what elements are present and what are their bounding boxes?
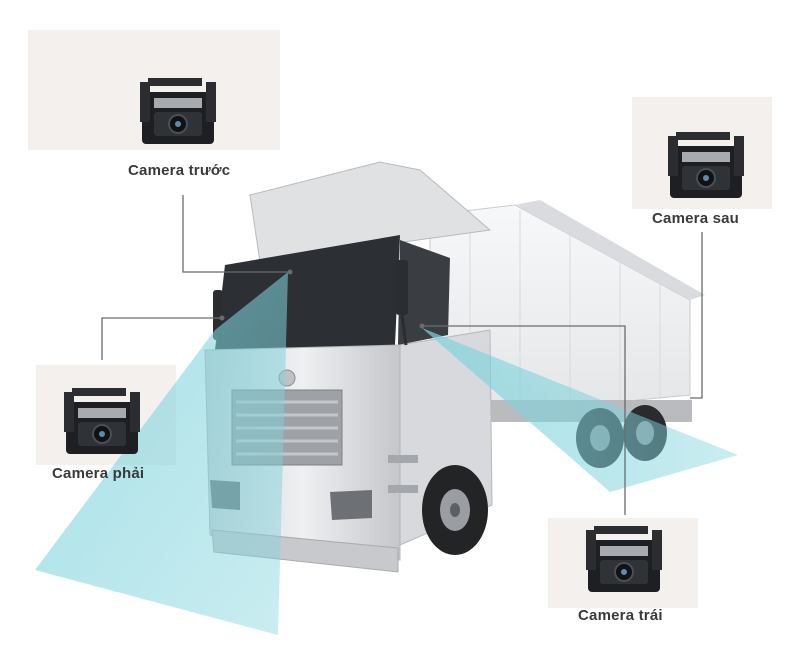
rear-camera-label: Camera sau [652, 210, 740, 227]
front-camera-icon [140, 78, 216, 144]
left-camera-line [422, 325, 626, 515]
cab-wheel [422, 465, 488, 555]
left-camera-label: Camera trái [578, 607, 663, 624]
front-camera-label: Camera trước [128, 162, 231, 179]
connector-lines [101, 195, 703, 515]
right-camera-label: Camera phải [52, 465, 145, 482]
right-camera-icon [64, 388, 140, 454]
rear-camera-icon [668, 132, 744, 198]
rear-camera-line [690, 232, 703, 399]
right-camera-line [101, 317, 222, 360]
left-camera-beam [422, 328, 738, 492]
front-camera-line [182, 195, 290, 273]
left-camera-icon [586, 526, 662, 592]
front-camera-beam [35, 272, 288, 635]
